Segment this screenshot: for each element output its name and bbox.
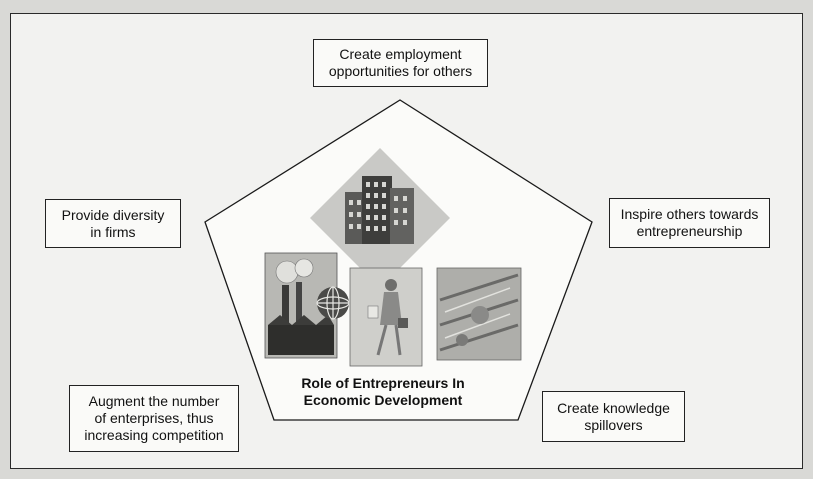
role-text-augment: Augment the number of enterprises, thus …	[84, 393, 224, 443]
factory-image	[264, 252, 338, 359]
role-box-inspire: Inspire others towards entrepreneurship	[609, 198, 770, 248]
businesswoman-image	[349, 267, 423, 367]
role-text-inspire: Inspire others towards entrepreneurship	[620, 206, 759, 239]
role-box-diversity: Provide diversity in firms	[45, 199, 181, 248]
globe-icon	[316, 286, 350, 320]
role-box-employment: Create employment opportunities for othe…	[313, 39, 488, 87]
center-title: Role of Entrepreneurs In Economic Develo…	[301, 375, 465, 408]
role-text-knowledge: Create knowledge spillovers	[557, 399, 670, 433]
role-box-knowledge: Create knowledge spillovers	[542, 391, 685, 442]
role-box-augment: Augment the number of enterprises, thus …	[69, 385, 239, 452]
role-text-diversity: Provide diversity in firms	[61, 206, 165, 240]
buildings-image	[310, 148, 450, 288]
role-text-employment: Create employment opportunities for othe…	[328, 46, 473, 79]
machinery-image	[436, 267, 522, 361]
